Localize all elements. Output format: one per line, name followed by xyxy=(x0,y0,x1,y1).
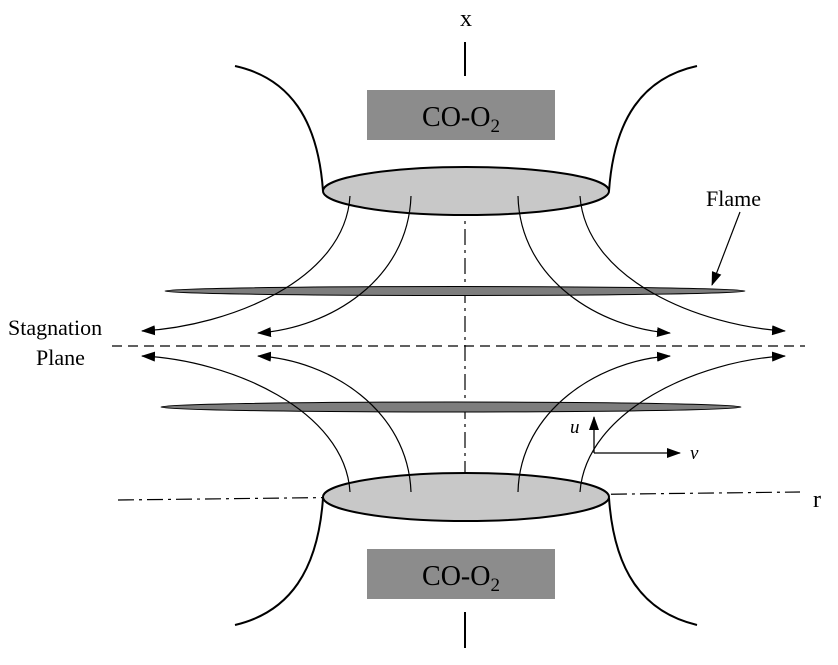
nozzle-wall-bottom-left xyxy=(234,497,324,626)
axis-x-label: x xyxy=(460,6,472,32)
flame-lower xyxy=(160,401,742,413)
streamline-upper-inner-right xyxy=(517,195,671,338)
streamline-upper-outer-left xyxy=(141,195,351,336)
streamline-upper-inner-left xyxy=(257,195,412,338)
stagnation-label-line1: Stagnation xyxy=(8,315,102,340)
velocity-u-label: u xyxy=(570,417,580,438)
streamline-lower-outer-left xyxy=(141,351,351,493)
flame-label: Flame xyxy=(706,186,761,211)
flame-pointer-arrow xyxy=(711,211,741,286)
inlet-label-bottom: CO-O2 xyxy=(422,561,500,596)
inlet-label-top: CO-O2 xyxy=(422,102,500,137)
inlet-box-bottom xyxy=(367,549,555,599)
nozzle-wall-top-right xyxy=(608,65,698,192)
inlet-box-top xyxy=(367,90,555,140)
streamline-lower-inner-left xyxy=(257,351,412,493)
nozzle-exit-top xyxy=(322,166,610,216)
stagnation-label-line2: Plane xyxy=(36,345,85,370)
flame-upper xyxy=(164,286,746,296)
nozzle-exit-bottom xyxy=(322,472,610,522)
axis-r-label: r xyxy=(813,487,821,513)
streamline-lower-inner-right xyxy=(517,351,671,493)
nozzle-wall-top-left xyxy=(234,65,324,192)
streamline-upper-outer-right xyxy=(579,195,786,336)
nozzle-wall-bottom-right xyxy=(608,497,698,626)
streamline-lower-outer-right xyxy=(579,351,786,493)
velocity-v-label: v xyxy=(690,443,699,464)
